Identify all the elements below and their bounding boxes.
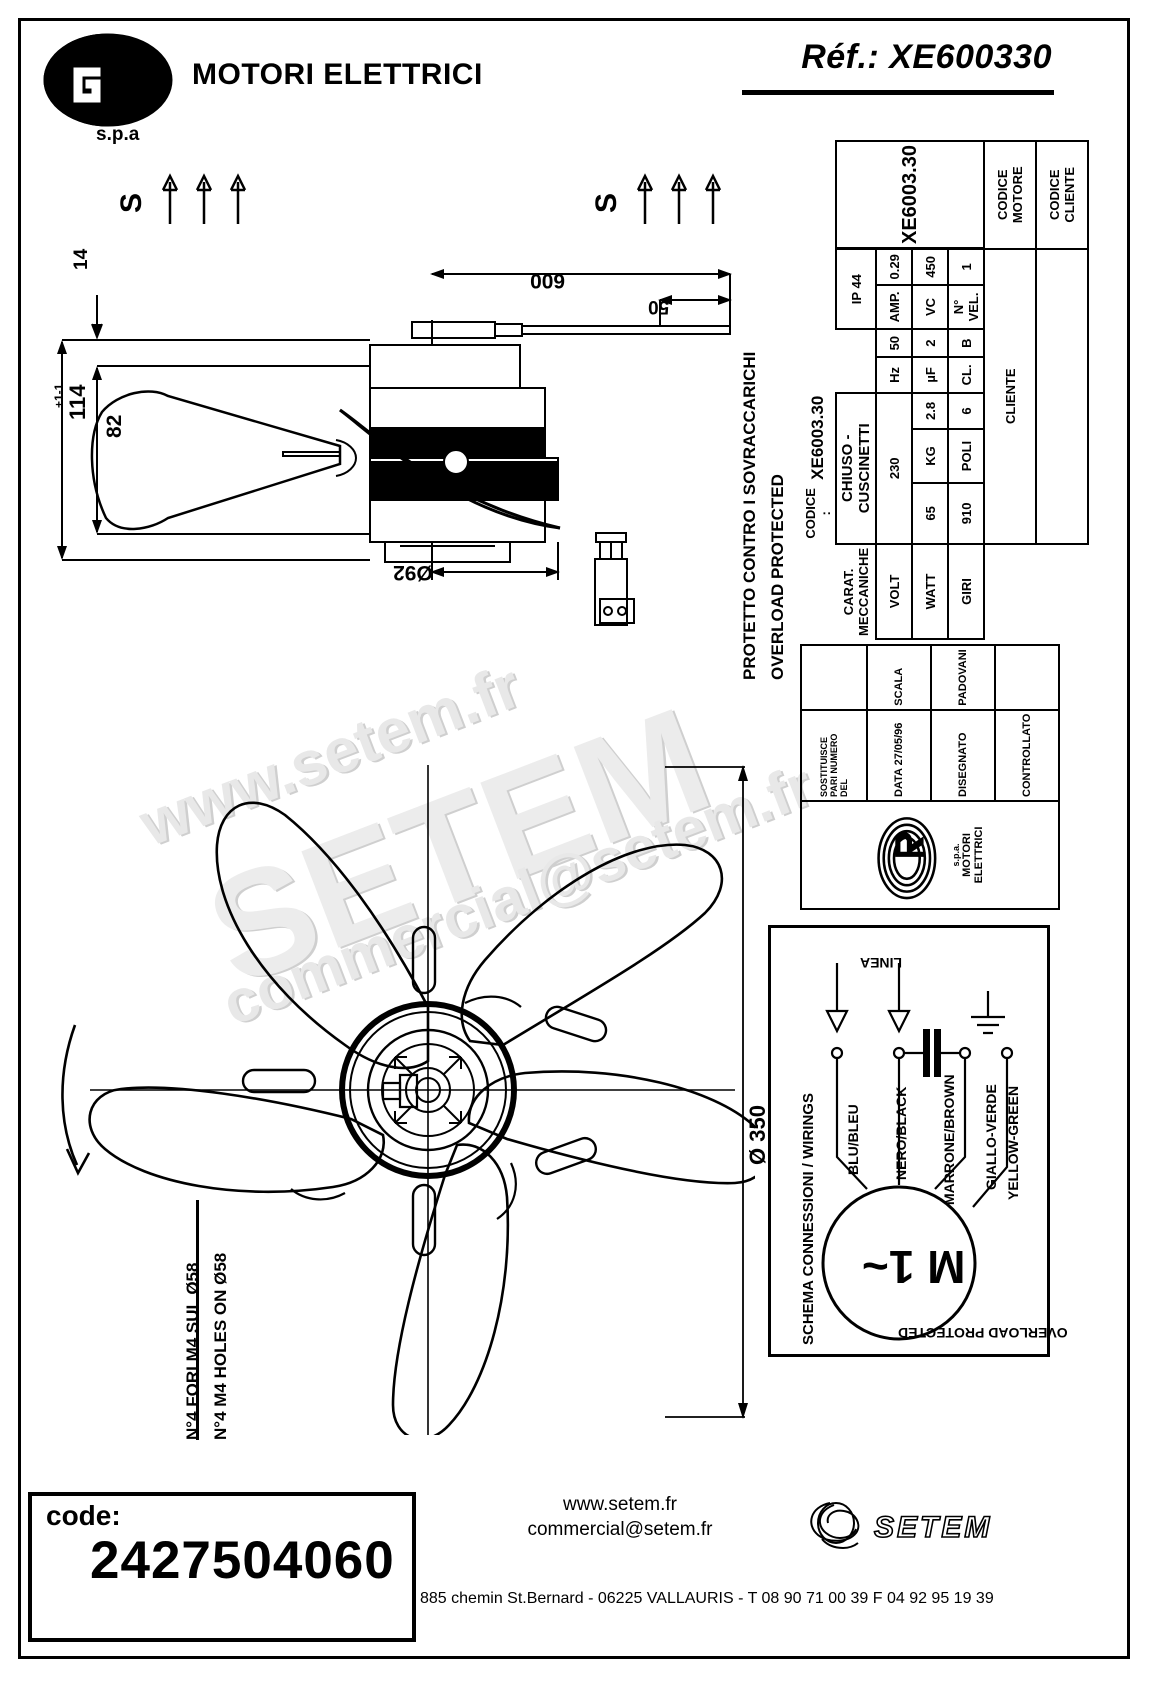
- reference-underline: [742, 90, 1054, 95]
- disegnato-value: PADOVANI: [957, 649, 969, 706]
- gr-spiral-logo: s.p.a: [38, 32, 188, 145]
- data-label: DATA: [893, 768, 905, 797]
- wiring-diagram-box: [768, 925, 1050, 1357]
- footer-email[interactable]: commercial@setem.fr: [527, 1519, 713, 1540]
- scala-label: SCALA: [893, 667, 905, 706]
- spec-codice-value: XE6003.30: [807, 395, 827, 480]
- gr-spiral-logo: [876, 817, 936, 900]
- hole-note-it: N°4 FORI M4 SUL Ø58: [183, 1262, 202, 1440]
- spec-row2-value-mid: 6: [958, 407, 974, 415]
- footer-website[interactable]: www.setem.fr: [562, 1494, 678, 1515]
- dim-92: Ø92: [393, 561, 433, 584]
- motor-side-view: [57, 269, 732, 580]
- title-block-logo-cell: s.p.a. MOTORI ELETTRICI: [801, 801, 1059, 909]
- specification-table: CODICE : XE6003.30 CARAT. MECCANICHE CHI…: [800, 140, 1088, 640]
- wire-label-black: NERO/BLACK: [893, 1086, 909, 1180]
- code-value: 2427504060: [90, 1531, 395, 1590]
- spec-codice-motore-value: XE6003.30: [898, 145, 921, 244]
- reference-label: Réf.: XE600330: [742, 38, 1052, 77]
- wire-label-giallo-verde: GIALLO-VERDE: [983, 1084, 999, 1190]
- spec-codice-motore-label: CODICE MOTORE: [995, 166, 1025, 224]
- spec-codice-label: CODICE :: [802, 488, 833, 539]
- spec-row0-value1: 230: [886, 457, 902, 480]
- motor-symbol: M 1~: [862, 1241, 966, 1293]
- disegnato-label: DISEGNATO: [957, 732, 969, 797]
- spec-row1-value3: 450: [922, 255, 938, 278]
- spec-row1-value2: 2: [922, 339, 938, 347]
- code-label: code:: [46, 1500, 121, 1531]
- spec-codice-motore-cell: XE6003.30: [836, 141, 984, 249]
- overload-note-it: PROTETTO CONTRO I SOVRACCARICHI: [740, 351, 759, 680]
- dim-14: 14: [71, 248, 92, 270]
- spec-row2-value1: 910: [958, 502, 974, 525]
- spec-row1-label2: µF: [922, 367, 938, 383]
- footer-address: 885 chemin St.Bernard - 06225 VALLAURIS …: [420, 1590, 994, 1607]
- spec-row2-label-mid: POLI: [958, 440, 974, 472]
- dim-82: 82: [103, 414, 126, 438]
- dim-114-tolerance: +1-1: [52, 383, 66, 408]
- wiring-schematic: [821, 963, 1014, 1341]
- controllato-label: CONTROLLATO: [1021, 713, 1033, 797]
- wire-label-yellow-green: YELLOW-GREEN: [1005, 1085, 1021, 1200]
- title-block-brand-sub: s.p.a.: [950, 843, 961, 867]
- wiring-overload-label: OVERLOAD PROTECTED: [898, 1325, 1068, 1341]
- spec-row2-label2: CL.: [958, 364, 974, 386]
- spec-row1-value-mid: 2.8: [922, 401, 938, 421]
- title-block-brand: MOTORI ELETTRICI: [960, 826, 985, 884]
- spec-ip-value: IP 44: [848, 274, 864, 305]
- airflow-label-right: S: [590, 192, 624, 214]
- brand-name: MOTORI ELETTRICI: [192, 58, 483, 91]
- reference-value: Réf.: XE600330: [801, 38, 1052, 76]
- spec-row0-label3: AMP.: [886, 291, 902, 323]
- airflow-arrows-right: [636, 173, 722, 224]
- hole-note-divider: [196, 1200, 199, 1440]
- spec-row1-label-mid: KG: [922, 446, 938, 466]
- capacitor-symbol: [594, 532, 635, 626]
- title-block: s.p.a. MOTORI ELETTRICI SOSTITUISCE PARI…: [800, 645, 1059, 910]
- data-value: 27/05/96: [893, 722, 905, 766]
- dim-600: 600: [530, 269, 566, 292]
- spec-row2-label1: GIRI: [958, 578, 974, 605]
- wire-label-brown: MARRONE/BROWN: [941, 1074, 957, 1205]
- airflow-label-left: S: [115, 192, 149, 214]
- setem-wordmark: SETEM: [874, 1511, 992, 1544]
- spec-carat-value: CHIUSO - CUSCINETTI: [839, 423, 873, 514]
- airflow-arrows-left: [161, 173, 247, 224]
- dim-114: 114: [65, 384, 90, 421]
- spec-row2-value3: 1: [958, 263, 974, 271]
- spec-cliente-label: CLIENTE: [1002, 368, 1018, 425]
- spec-row1-label1: WATT: [922, 573, 938, 610]
- dim-50: 50: [648, 296, 670, 317]
- spec-row2-value2: B: [958, 338, 974, 348]
- overload-note-en: OVERLOAD PROTECTED: [768, 474, 787, 680]
- wire-label-blue: BLU/BLEU: [845, 1104, 861, 1175]
- sostituisce-label: SOSTITUISCE PARI NUMERO DEL: [819, 733, 849, 797]
- spec-row0-value3: 0.29: [886, 254, 902, 280]
- spec-codice-cliente-label: CODICE CLIENTE: [1047, 166, 1077, 223]
- spec-carat-label: CARAT. MECCANICHE: [840, 547, 871, 636]
- setem-logo: SETEM: [810, 1502, 992, 1549]
- hole-note-en: N°4 M4 HOLES ON Ø58: [211, 1252, 230, 1440]
- spec-row0-label1: VOLT: [886, 574, 902, 609]
- spec-row1-label3: VC: [922, 297, 938, 316]
- spec-row0-value2: 50: [886, 335, 902, 351]
- footer-contact: www.setem.fr commercial@setem.fr: [455, 1492, 785, 1542]
- spec-row2-label3: N° VEL.: [951, 292, 981, 322]
- fan-front-view: [61, 765, 755, 1435]
- spec-row0-label2: Hz: [886, 366, 902, 383]
- svg-text:s.p.a: s.p.a: [96, 124, 140, 144]
- code-box: [28, 1492, 416, 1642]
- spec-row1-value1: 65: [922, 506, 938, 521]
- drawing-frame: [18, 18, 1130, 1659]
